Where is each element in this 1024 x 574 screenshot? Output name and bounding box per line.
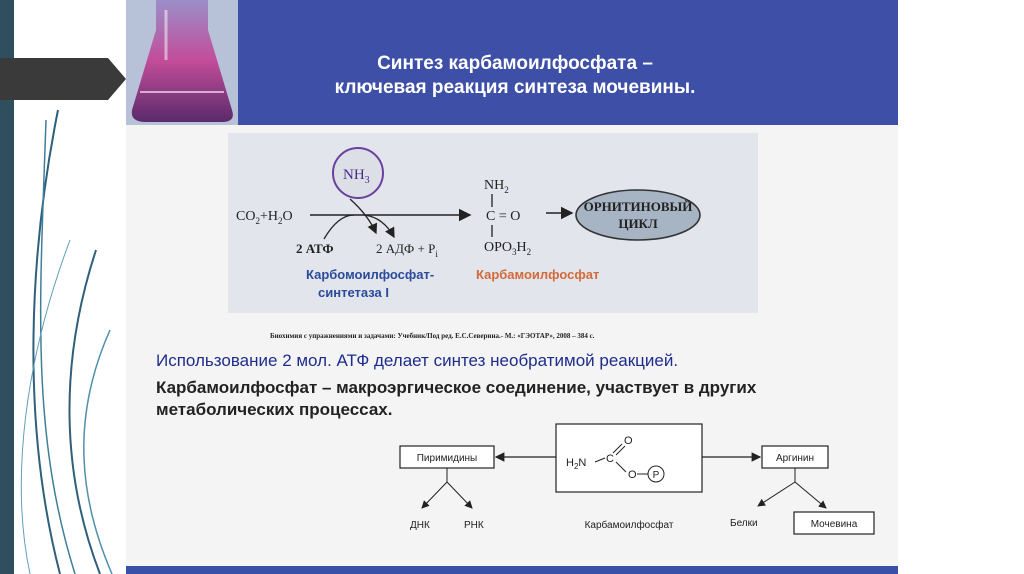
left-dark-strip xyxy=(0,0,14,574)
urea-box xyxy=(793,511,875,535)
structure-amine: H2N xyxy=(566,457,586,471)
macroergic-statement-1: Карбамоилфосфат – макроэргическое соедин… xyxy=(156,378,757,397)
enzyme-line-2: синтетаза I xyxy=(318,285,389,300)
product-amine: NH2 xyxy=(484,178,509,195)
proteins-label: Белки xyxy=(730,518,758,529)
cycle-line-1: ОРНИТИНОВЫЙ xyxy=(584,199,693,214)
flask-image xyxy=(126,0,238,125)
atp-statement: Использование 2 мол. АТФ делает синтез н… xyxy=(156,351,679,370)
carbamoyl-phosphate-box xyxy=(555,423,703,493)
product-name: Карбамоилфосфат xyxy=(476,267,599,282)
product-carbonyl: C = O xyxy=(486,209,520,224)
structure-oxygen-top: O xyxy=(624,435,633,447)
slide-bottom-bar xyxy=(126,566,898,574)
source-citation: Биохимия с упражнениями и задачами: Учеб… xyxy=(270,332,595,340)
schema-center-label: Карбамоилфосфат xyxy=(585,519,674,531)
reaction-diagram: NH3 CO2+H2O 2 АТФ 2 АДФ + Pi Карбомоилфо… xyxy=(236,147,701,300)
macroergic-statement-2: метаболических процессах. xyxy=(156,400,393,419)
ammonia-label: NH3 xyxy=(343,167,370,186)
product-phosphate: OPO3H2 xyxy=(484,240,531,257)
metabolic-schema: Пиримидины H2N C O O P Карбамоилфосфат А… xyxy=(399,423,875,535)
structure-phosphate: P xyxy=(653,470,660,481)
reaction-image: NH3 CO2+H2O 2 АТФ 2 АДФ + Pi Карбомоилфо… xyxy=(228,133,758,313)
arrow-marker-shape xyxy=(0,58,126,100)
ammonia-circle xyxy=(332,147,384,199)
title-line-2: ключевая реакция синтеза мочевины. xyxy=(334,77,696,98)
arginine-label: Аргинин xyxy=(776,453,814,464)
rna-label: РНК xyxy=(464,520,484,531)
reagents-label: CO2+H2O xyxy=(236,209,293,226)
phosphate-circle xyxy=(647,465,665,483)
atp-label: 2 АТФ xyxy=(296,241,334,256)
title-line-1: Синтез карбамоилфосфата – xyxy=(377,53,653,74)
slide-title: Синтез карбамоилфосфата – ключевая реакц… xyxy=(280,52,750,100)
pyrimidines-label: Пиримидины xyxy=(417,453,478,464)
enzyme-line-1: Карбомоилфосфат- xyxy=(306,267,434,282)
title-banner xyxy=(126,0,898,125)
adp-label: 2 АДФ + Pi xyxy=(376,241,438,259)
urea-label: Мочевина xyxy=(811,519,858,530)
ornithine-cycle-oval xyxy=(575,189,701,241)
decorative-curves xyxy=(20,109,113,574)
structure-carbon: C xyxy=(606,453,614,465)
structure-oxygen: O xyxy=(628,469,637,481)
cycle-line-2: ЦИКЛ xyxy=(618,216,658,231)
dna-label: ДНК xyxy=(410,520,430,531)
